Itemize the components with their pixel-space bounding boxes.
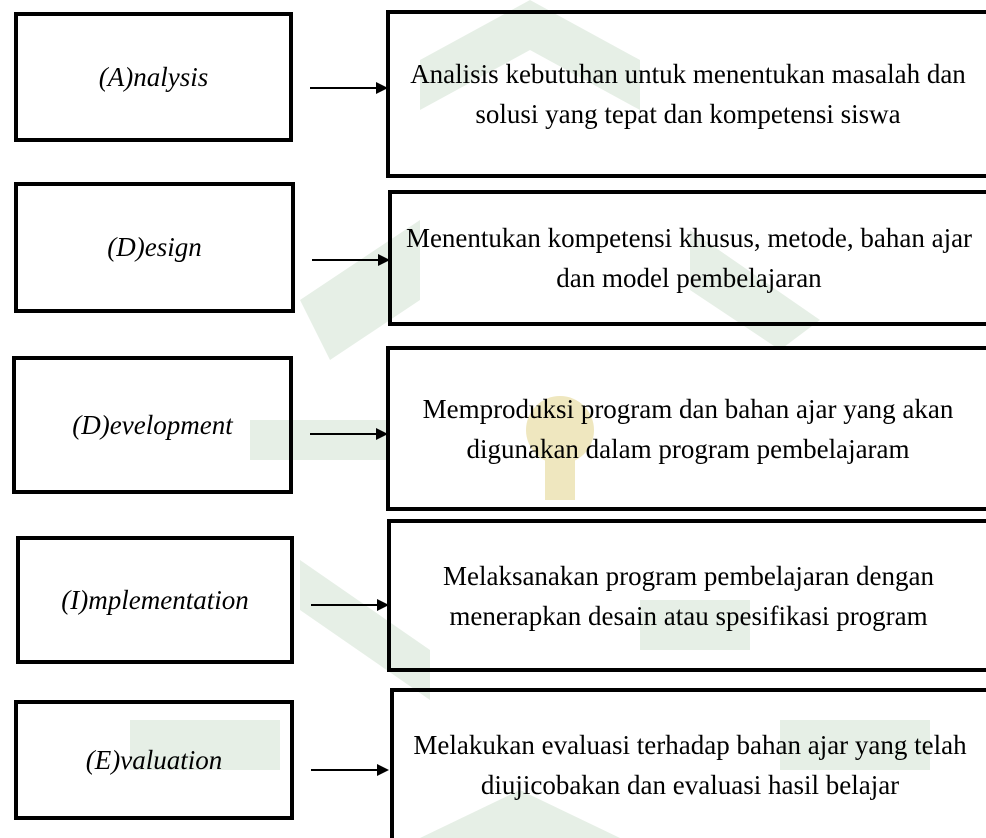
- phase-label-implementation: (I)mplementation: [61, 584, 249, 615]
- phase-label-design: (D)esign: [107, 232, 202, 263]
- description-text-design: Menentukan kompetensi khusus, metode, ba…: [405, 223, 973, 293]
- phase-box-evaluation: (E)valuation: [14, 700, 294, 820]
- description-box-analysis: Analisis kebutuhan untuk menentukan masa…: [386, 10, 986, 178]
- arrow-design: [312, 254, 390, 266]
- phase-label-analysis: (A)nalysis: [98, 61, 209, 92]
- phase-label-evaluation: (E)valuation: [85, 744, 223, 775]
- phase-box-implementation: (I)mplementation: [16, 536, 294, 664]
- description-text-implementation: Melaksanakan program pembelajaran dengan…: [442, 560, 935, 631]
- description-box-development: Memproduksi program dan bahan ajar yang …: [386, 346, 986, 511]
- description-box-evaluation: Melakukan evaluasi terhadap bahan ajar y…: [390, 688, 986, 838]
- description-box-design: Menentukan kompetensi khusus, metode, ba…: [388, 190, 986, 326]
- description-text-analysis: Analisis kebutuhan untuk menentukan masa…: [410, 59, 966, 129]
- arrow-development: [310, 428, 388, 440]
- description-text-development: Memproduksi program dan bahan ajar yang …: [422, 393, 954, 464]
- arrow-implementation: [311, 599, 389, 611]
- arrow-evaluation: [311, 764, 389, 776]
- phase-box-development: (D)evelopment: [12, 356, 293, 494]
- description-box-implementation: Melaksanakan program pembelajaran dengan…: [387, 519, 986, 672]
- arrow-analysis: [310, 82, 388, 94]
- phase-label-development: (D)evelopment: [72, 409, 233, 440]
- phase-box-analysis: (A)nalysis: [14, 12, 293, 142]
- description-text-evaluation: Melakukan evaluasi terhadap bahan ajar y…: [413, 730, 967, 800]
- phase-box-design: (D)esign: [14, 182, 295, 313]
